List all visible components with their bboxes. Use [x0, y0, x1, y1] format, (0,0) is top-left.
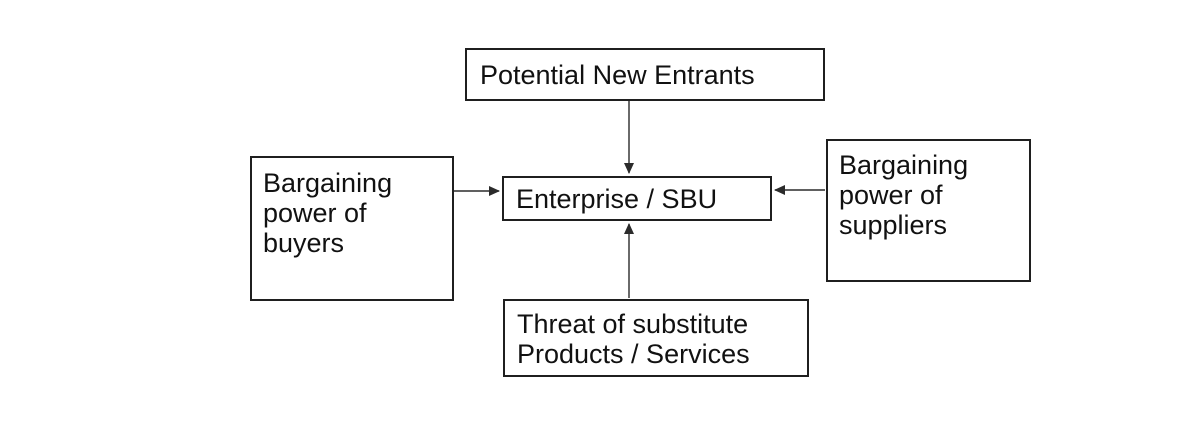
node-threat-of-substitutes: Threat of substitute Products / Services [503, 299, 809, 377]
node-enterprise-sbu: Enterprise / SBU [502, 176, 772, 221]
node-bargaining-power-of-buyers: Bargaining power of buyers [250, 156, 454, 301]
node-bargaining-power-of-suppliers: Bargaining power of suppliers [826, 139, 1031, 282]
node-potential-new-entrants: Potential New Entrants [465, 48, 825, 101]
